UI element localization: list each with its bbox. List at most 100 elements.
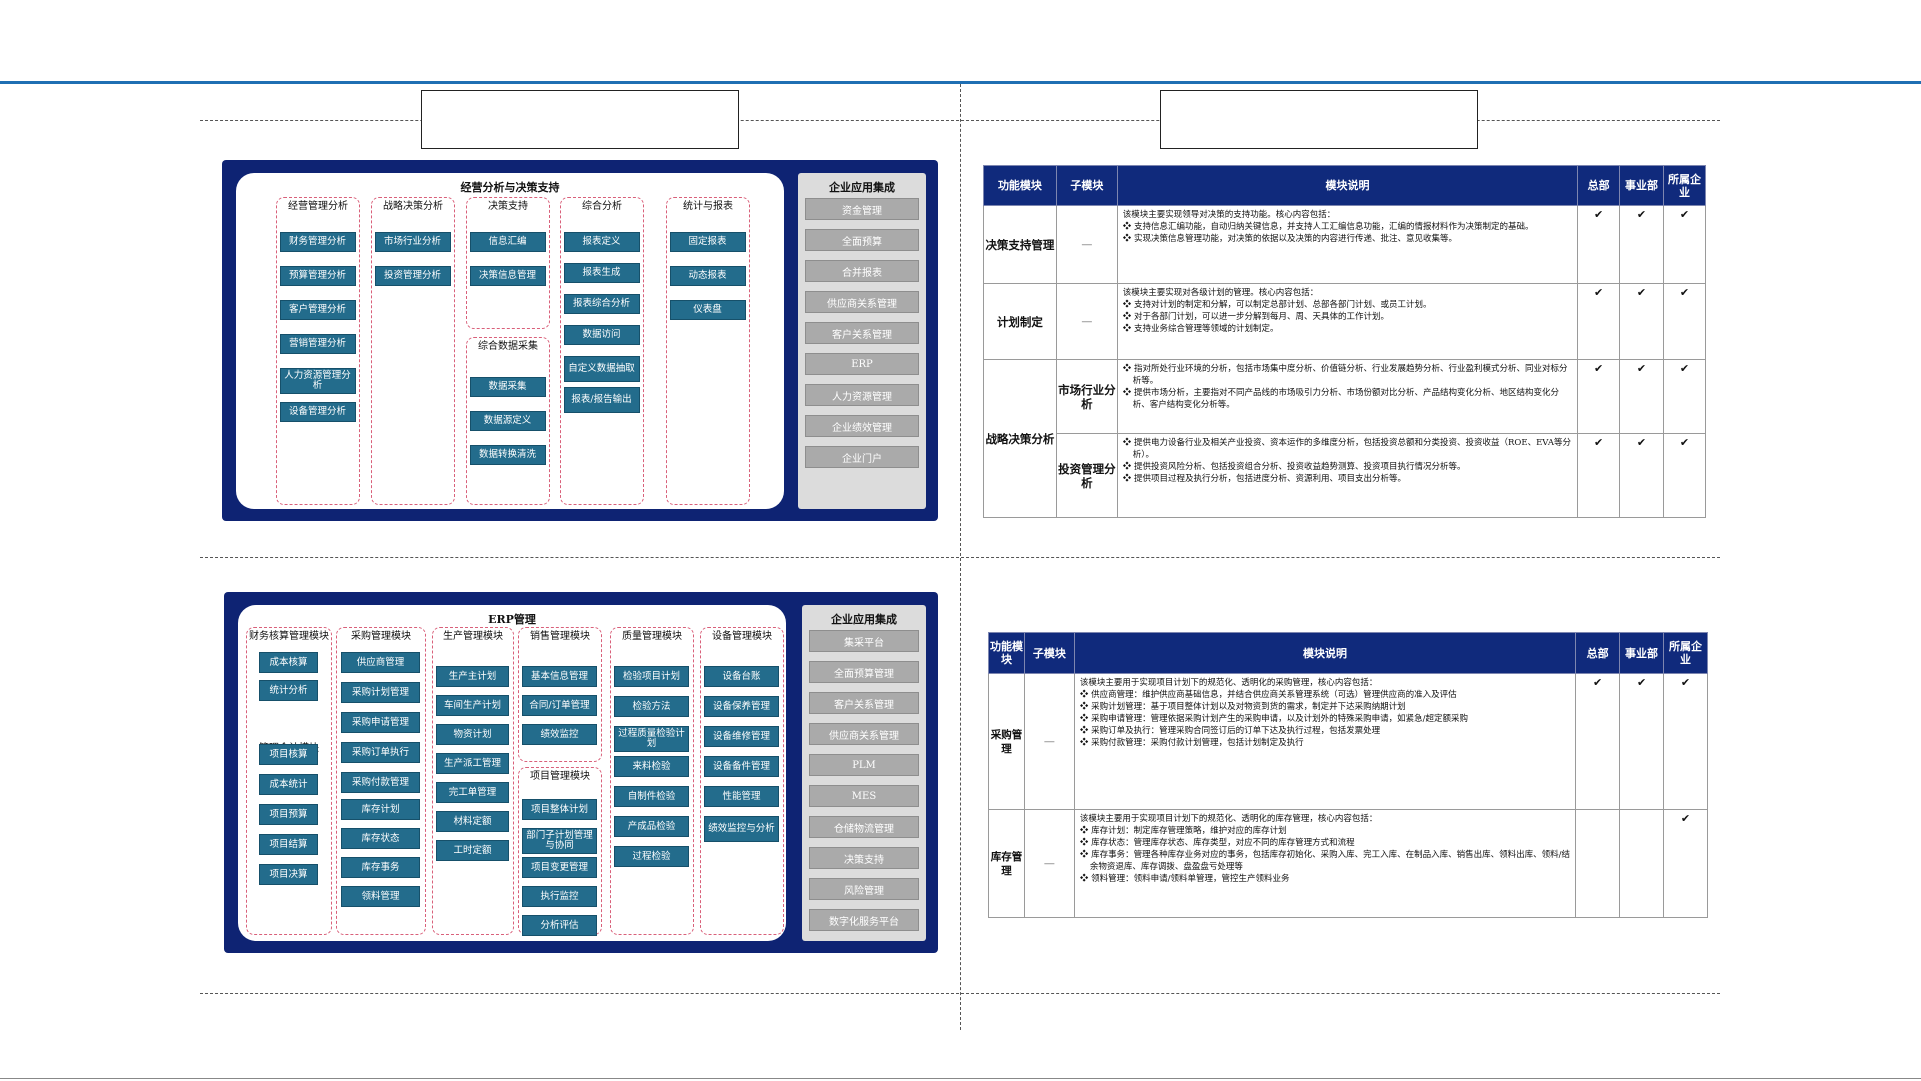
module-item[interactable]: 数据源定义 [469, 411, 546, 431]
module-item[interactable]: 绩效监控 [522, 724, 597, 745]
header-sub-module: 子模块 [1023, 632, 1075, 674]
blank-title-box-right[interactable] [1160, 90, 1478, 149]
description-intro: 该模块主要实现对各级计划的管理。核心内容包括： [1122, 288, 1319, 298]
module-item[interactable]: 库存状态 [341, 828, 420, 849]
module-item[interactable]: 固定报表 [669, 232, 746, 252]
diagram-main-area: 经营分析与决策支持 经营管理分析财务管理分析预算管理分析客户管理分析营销管理分析… [236, 173, 784, 509]
module-item[interactable]: 采购订单执行 [341, 742, 420, 763]
module-item[interactable]: 项目核算 [259, 744, 318, 765]
integration-title: 企业应用集成 [831, 613, 897, 626]
module-item[interactable]: 库存事务 [341, 857, 420, 878]
module-item[interactable]: 数据采集 [469, 377, 546, 397]
module-item[interactable]: 性能管理 [704, 786, 779, 807]
description-item: ❖ 库存事务：管理各种库存业务对应的事务，包括库存初始化、采购入库、完工入库、在… [1079, 850, 1570, 872]
module-item[interactable]: 项目变更管理 [522, 857, 597, 878]
module-item[interactable]: 采购付款管理 [341, 772, 420, 793]
module-item[interactable]: 工时定额 [436, 840, 509, 861]
integration-item[interactable]: 风险管理 [809, 878, 919, 900]
module-item[interactable]: 库存计划 [341, 799, 420, 820]
integration-item[interactable]: PLM [809, 754, 919, 776]
check-mark: ✔ [1577, 359, 1621, 434]
module-item[interactable]: 自制件检验 [614, 786, 689, 807]
module-item[interactable]: 市场行业分析 [374, 232, 451, 252]
module-item[interactable]: 动态报表 [669, 266, 746, 286]
module-item[interactable]: 数据转换清洗 [469, 445, 546, 465]
module-item[interactable]: 完工单管理 [436, 782, 509, 803]
description-cell: 该模块主要实现对各级计划的管理。核心内容包括： ❖ 支持对计划的制定和分解，可以… [1116, 283, 1579, 360]
module-item[interactable]: 报表综合分析 [563, 294, 640, 314]
integration-item[interactable]: 客户关系管理 [809, 692, 919, 714]
integration-item[interactable]: 企业绩效管理 [805, 415, 919, 437]
module-item[interactable]: 材料定额 [436, 811, 509, 832]
module-item[interactable]: 设备维修管理 [704, 726, 779, 747]
module-item[interactable]: 产成品检验 [614, 816, 689, 837]
module-item[interactable]: 设备管理分析 [279, 402, 356, 422]
module-item[interactable]: 信息汇编 [469, 232, 546, 252]
integration-item[interactable]: MES [809, 785, 919, 807]
module-item[interactable]: 领料管理 [341, 886, 420, 907]
module-item[interactable]: 过程检验 [614, 846, 689, 867]
check-mark: ✔ [1577, 205, 1621, 284]
submodule-cell: — [1023, 673, 1075, 810]
module-item[interactable]: 项目整体计划 [522, 799, 597, 820]
integration-item[interactable]: 仓储物流管理 [809, 816, 919, 838]
integration-item[interactable]: 集采平台 [809, 630, 919, 652]
module-item[interactable]: 合同/订单管理 [522, 695, 597, 716]
module-item[interactable]: 生产派工管理 [436, 753, 509, 774]
integration-item[interactable]: 供应商关系管理 [805, 291, 919, 313]
module-item[interactable]: 设备保养管理 [704, 696, 779, 717]
module-item[interactable]: 统计分析 [259, 680, 318, 701]
integration-item[interactable]: ERP [805, 353, 919, 375]
integration-item[interactable]: 客户关系管理 [805, 322, 919, 344]
module-cell: 战略决策分析 [983, 359, 1057, 518]
module-item[interactable]: 绩效监控与分析 [704, 816, 779, 842]
integration-item[interactable]: 资金管理 [805, 198, 919, 220]
integration-item[interactable]: 全面预算管理 [809, 661, 919, 683]
module-item[interactable]: 成本统计 [259, 774, 318, 795]
blank-title-box-left[interactable] [421, 90, 739, 149]
module-item[interactable]: 报表/报告输出 [563, 387, 640, 413]
description-item: ❖ 领料管理：领料申请/领料单管理，管控生产领料业务 [1079, 874, 1290, 884]
diagram-title: ERP管理 [488, 613, 536, 626]
module-item[interactable]: 投资管理分析 [374, 266, 451, 286]
module-item[interactable]: 数据访问 [563, 325, 640, 345]
module-item[interactable]: 基本信息管理 [522, 666, 597, 687]
integration-item[interactable]: 决策支持 [809, 847, 919, 869]
module-item[interactable]: 生产主计划 [436, 666, 509, 687]
module-item[interactable]: 设备备件管理 [704, 756, 779, 777]
module-item[interactable]: 营销管理分析 [279, 334, 356, 354]
description-item: ❖ 提供项目过程及执行分析，包括进度分析、资源利用、项目支出分析等。 [1122, 474, 1407, 484]
module-item[interactable]: 供应商管理 [341, 652, 420, 673]
module-item[interactable]: 报表定义 [563, 232, 640, 252]
module-item[interactable]: 财务管理分析 [279, 232, 356, 252]
module-item[interactable]: 车间生产计划 [436, 695, 509, 716]
module-item[interactable]: 采购申请管理 [341, 712, 420, 733]
integration-item[interactable]: 合并报表 [805, 260, 919, 282]
integration-item[interactable]: 供应商关系管理 [809, 723, 919, 745]
integration-item[interactable]: 全面预算 [805, 229, 919, 251]
module-item[interactable]: 部门子计划管理与协同 [522, 828, 597, 854]
module-item[interactable]: 物资计划 [436, 724, 509, 745]
module-item[interactable]: 项目结算 [259, 834, 318, 855]
module-item[interactable]: 项目决算 [259, 864, 318, 885]
module-item[interactable]: 人力资源管理分析 [279, 368, 356, 394]
integration-item[interactable]: 企业门户 [805, 446, 919, 468]
module-item[interactable]: 分析评估 [522, 915, 597, 936]
module-item[interactable]: 来料检验 [614, 756, 689, 777]
module-item[interactable]: 采购计划管理 [341, 682, 420, 703]
module-item[interactable]: 客户管理分析 [279, 300, 356, 320]
module-item[interactable]: 过程质量检验计划 [614, 726, 689, 752]
module-item[interactable]: 仪表盘 [669, 300, 746, 320]
module-item[interactable]: 报表生成 [563, 263, 640, 283]
module-item[interactable]: 检验项目计划 [614, 666, 689, 687]
module-item[interactable]: 设备台账 [704, 666, 779, 687]
integration-item[interactable]: 人力资源管理 [805, 384, 919, 406]
integration-item[interactable]: 数字化服务平台 [809, 909, 919, 931]
module-item[interactable]: 执行监控 [522, 886, 597, 907]
module-item[interactable]: 决策信息管理 [469, 266, 546, 286]
module-item[interactable]: 预算管理分析 [279, 266, 356, 286]
module-item[interactable]: 成本核算 [259, 652, 318, 673]
module-item[interactable]: 项目预算 [259, 804, 318, 825]
module-item[interactable]: 检验方法 [614, 696, 689, 717]
module-item[interactable]: 自定义数据抽取 [563, 356, 640, 382]
